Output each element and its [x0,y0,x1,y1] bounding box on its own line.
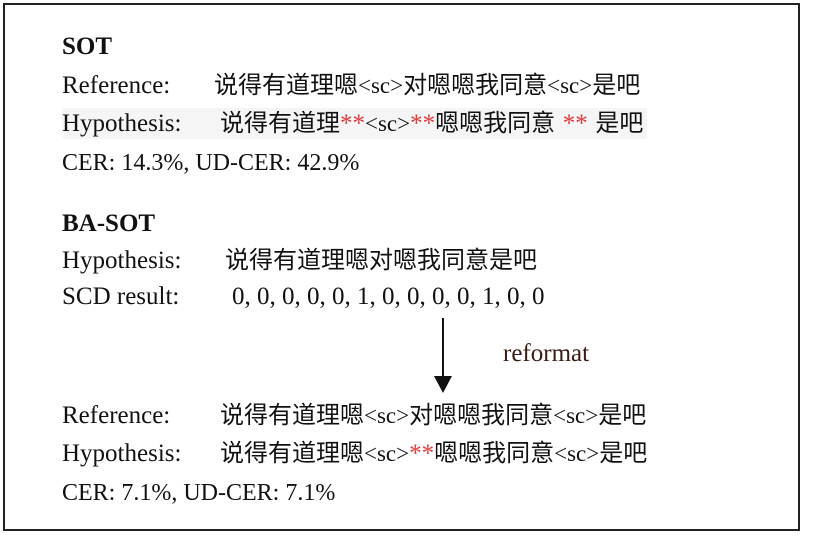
sot-hyp-seg-3: 是吧 [587,109,644,137]
basot-ref-sc-2: <sc> [553,403,599,428]
sot-ref-seg-1: 说得有道理嗯 [214,71,358,99]
figure-frame [3,3,800,531]
sot-hyp-error-1: ** [340,110,365,137]
sot-metrics: CER: 14.3%, UD-CER: 42.9% [62,150,360,176]
basot-ref-sc-1: <sc> [364,403,410,428]
basot-metrics: CER: 7.1%, UD-CER: 7.1% [62,480,336,506]
reformat-label: reformat [503,340,590,367]
sot-hyp-sc: <sc> [365,111,411,136]
basot-scd-row: SCD result: 0, 0, 0, 0, 0, 1, 0, 0, 0, 0,… [62,282,545,312]
sot-hyp-seg-1: 说得有道理 [220,109,340,137]
basot-hypothesis-text: 说得有道理嗯对嗯我同意是吧 [225,246,537,274]
basot-hyp2-seg-3: 是吧 [599,439,648,467]
sot-hyp-seg-2: 嗯嗯我同意 [435,109,563,137]
basot-hyp2-error: ** [409,440,435,467]
basot-hypothesis-row: Hypothesis: 说得有道理嗯对嗯我同意是吧 [62,245,537,276]
sot-reference-label: Reference: [62,72,171,99]
scd-result-label: SCD result: [62,283,180,310]
sot-hypothesis-label: Hypothesis: [62,110,182,137]
sot-hypothesis-row: Hypothesis:说得有道理**<sc>**嗯嗯我同意 ** 是吧 [62,108,648,139]
sot-ref-seg-3: 是吧 [592,71,641,99]
basot-reference-row: Reference:说得有道理嗯<sc>对嗯嗯我同意<sc>是吧 [62,400,646,431]
basot-hyp2-seg-2: 嗯嗯我同意 [434,439,555,467]
sot-hyp-error-3: ** [562,110,588,137]
basot-hypothesis2-label: Hypothesis: [62,440,182,467]
sot-ref-sc-1: <sc> [358,73,404,98]
sot-ref-seg-2: 对嗯嗯我同意 [403,71,548,99]
basot-ref-seg-3: 是吧 [598,401,647,429]
sot-hyp-error-2: ** [410,110,436,137]
basot-hypothesis2-row: Hypothesis:说得有道理嗯<sc>**嗯嗯我同意<sc>是吧 [62,438,647,469]
basot-hypothesis-label: Hypothesis: [62,247,182,274]
sot-title: SOT [62,33,113,60]
basot-ref-seg-2: 对嗯嗯我同意 [409,401,554,429]
basot-hyp2-sc-1: <sc> [364,441,410,466]
basot-ref-seg-1: 说得有道理嗯 [220,401,364,429]
basot-title: BA-SOT [62,210,156,237]
basot-reference-label: Reference: [62,402,171,429]
sot-reference-row: Reference:说得有道理嗯<sc>对嗯嗯我同意<sc>是吧 [62,70,640,101]
scd-result-values: 0, 0, 0, 0, 0, 1, 0, 0, 0, 0, 1, 0, 0 [232,283,545,310]
basot-hyp2-seg-1: 说得有道理嗯 [220,439,364,467]
basot-hyp2-sc-2: <sc> [554,441,600,466]
down-arrow-icon [434,318,452,393]
sot-ref-sc-2: <sc> [547,73,593,98]
